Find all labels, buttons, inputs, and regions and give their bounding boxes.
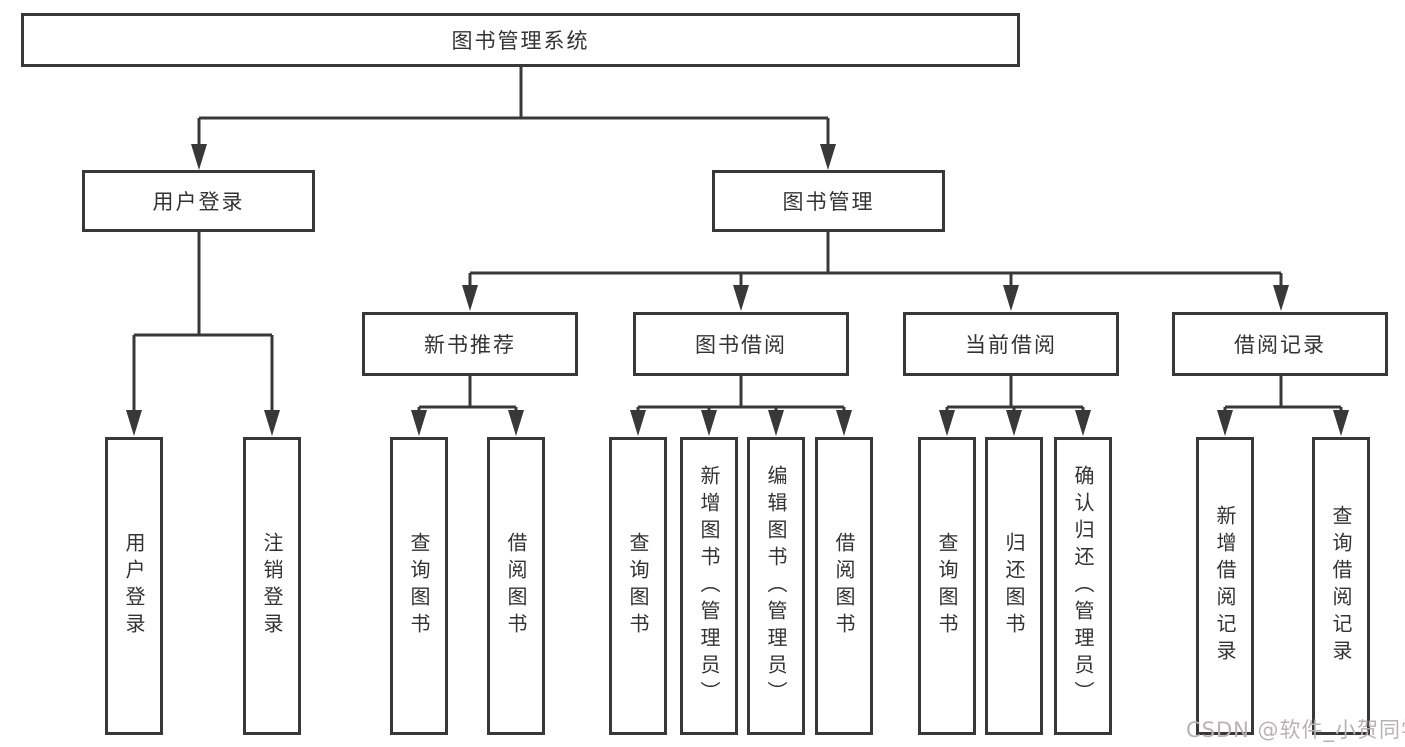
- leaf-add-books-admin: 新增图书（管理员）: [680, 437, 738, 735]
- node-current-borrow: 当前借阅: [903, 312, 1119, 376]
- arrow-icon: [1006, 410, 1022, 436]
- connector-new-book-recommend-to-leaves: [417, 376, 518, 415]
- arrow-icon: [836, 410, 852, 436]
- connector-current-borrow-to-leaves: [945, 376, 1085, 415]
- arrow-icon: [939, 410, 955, 436]
- leaf-add-borrow-record: 新增借阅记录: [1196, 437, 1254, 735]
- leaf-query-borrow-record: 查询借阅记录: [1312, 437, 1370, 735]
- arrow-icon: [820, 144, 836, 170]
- arrowheads: [126, 144, 1349, 436]
- node-label: 借阅记录: [1234, 333, 1326, 357]
- node-label: 图书借阅: [695, 333, 787, 357]
- node-book-management: 图书管理: [712, 170, 945, 232]
- leaf-user-login: 用户登录: [105, 437, 163, 735]
- node-library-management-system: 图书管理系统: [21, 13, 1020, 67]
- node-book-borrow: 图书借阅: [633, 312, 849, 376]
- arrow-icon: [126, 410, 142, 436]
- arrow-icon: [768, 410, 784, 436]
- arrow-icon: [733, 285, 749, 311]
- leaf-borrow-books: 借阅图书: [815, 437, 873, 735]
- node-label: 新书推荐: [424, 333, 516, 357]
- node-borrow-records: 借阅记录: [1172, 312, 1388, 376]
- connector-user-login-to-leaves: [132, 232, 274, 415]
- arrow-icon: [701, 410, 717, 436]
- leaf-borrow-books-recommend: 借阅图书: [487, 437, 545, 735]
- arrow-icon: [1273, 285, 1289, 311]
- leaf-query-books-recommend: 查询图书: [390, 437, 448, 735]
- connector-book-management-to-level3: [468, 232, 1283, 290]
- arrow-icon: [264, 410, 280, 436]
- leaf-query-books-current: 查询图书: [918, 437, 976, 735]
- node-label: 图书管理系统: [451, 29, 590, 53]
- node-new-book-recommend: 新书推荐: [362, 312, 578, 376]
- node-user-login: 用户登录: [82, 170, 315, 232]
- node-label: 图书管理: [782, 190, 875, 214]
- node-label: 用户登录: [152, 190, 245, 214]
- arrow-icon: [411, 410, 427, 436]
- connector-book-borrow-to-leaves: [636, 376, 846, 415]
- leaf-logout: 注销登录: [243, 437, 301, 735]
- arrow-icon: [462, 285, 478, 311]
- arrow-icon: [1217, 410, 1233, 436]
- connector-borrow-records-to-leaves: [1223, 376, 1343, 415]
- csdn-watermark: CSDN @软件_小贺同学: [1186, 718, 1405, 742]
- arrow-icon: [1075, 410, 1091, 436]
- arrow-icon: [630, 410, 646, 436]
- node-label: 当前借阅: [965, 333, 1057, 357]
- leaf-return-books: 归还图书: [985, 437, 1043, 735]
- leaf-edit-books-admin: 编辑图书（管理员）: [747, 437, 805, 735]
- arrow-icon: [1333, 410, 1349, 436]
- leaf-query-books-borrow: 查询图书: [609, 437, 667, 735]
- arrow-icon: [508, 410, 524, 436]
- arrow-icon: [1003, 285, 1019, 311]
- leaf-confirm-return-admin: 确认归还（管理员）: [1054, 437, 1112, 735]
- arrow-icon: [191, 144, 207, 170]
- connector-root-to-level2: [197, 66, 830, 150]
